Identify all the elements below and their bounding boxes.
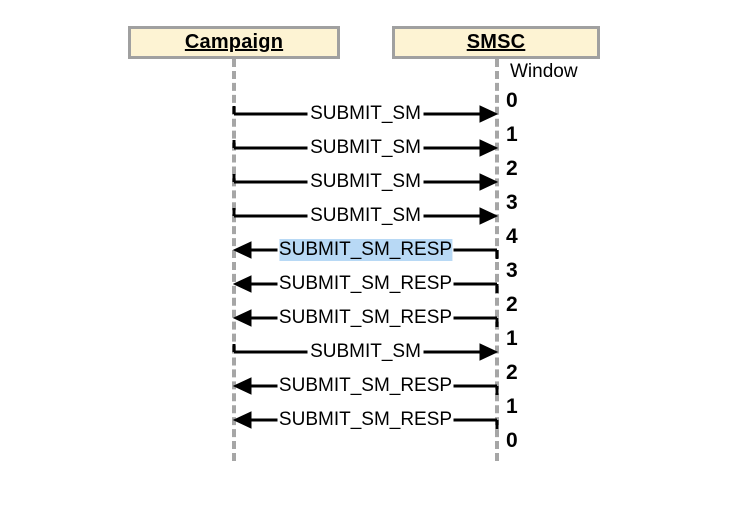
message-row[interactable]: SUBMIT_SM [0, 131, 750, 165]
lifeline-campaign [232, 59, 236, 461]
message-label: SUBMIT_SM [310, 137, 421, 158]
window-value: 1 [506, 327, 518, 350]
window-value: 1 [506, 123, 518, 146]
window-value: 3 [506, 259, 518, 282]
message-row[interactable]: SUBMIT_SM_RESP [0, 403, 750, 437]
arrow-right-icon [232, 207, 499, 225]
window-value: 2 [506, 361, 518, 384]
message-label: SUBMIT_SM_RESP [278, 409, 453, 430]
arrow-right-icon [232, 343, 499, 361]
arrow-left-icon [232, 411, 499, 429]
arrow-left-icon [232, 377, 499, 395]
message-row[interactable]: SUBMIT_SM_RESP [0, 301, 750, 335]
message-row[interactable]: SUBMIT_SM [0, 165, 750, 199]
lifeline-smsc [495, 59, 499, 461]
message-label: SUBMIT_SM_RESP [278, 273, 453, 294]
message-label: SUBMIT_SM_RESP [278, 307, 453, 328]
window-column-title: Window [510, 61, 578, 82]
message-row[interactable]: SUBMIT_SM [0, 97, 750, 131]
window-value: 0 [506, 429, 518, 452]
participant-box-campaign[interactable]: Campaign [128, 26, 340, 59]
message-label: SUBMIT_SM [310, 171, 421, 192]
arrow-left-icon [232, 309, 499, 327]
message-row[interactable]: SUBMIT_SM [0, 335, 750, 369]
arrow-right-icon [232, 173, 499, 191]
message-row[interactable]: SUBMIT_SM_RESP [0, 267, 750, 301]
arrow-left-icon [232, 241, 499, 259]
participant-label-campaign: Campaign [184, 31, 284, 53]
message-label: SUBMIT_SM [310, 341, 421, 362]
message-label: SUBMIT_SM [310, 103, 421, 124]
message-row[interactable]: SUBMIT_SM_RESP [0, 369, 750, 403]
arrow-left-icon [232, 275, 499, 293]
arrow-right-icon [232, 139, 499, 157]
message-label: SUBMIT_SM [310, 205, 421, 226]
window-value: 1 [506, 395, 518, 418]
message-label: SUBMIT_SM_RESP [278, 239, 453, 261]
message-row[interactable]: SUBMIT_SM [0, 199, 750, 233]
window-value: 4 [506, 225, 518, 248]
window-value: 2 [506, 157, 518, 180]
participant-box-smsc[interactable]: SMSC [392, 26, 600, 59]
window-value: 0 [506, 89, 518, 112]
arrow-right-icon [232, 105, 499, 123]
message-row[interactable]: SUBMIT_SM_RESP [0, 233, 750, 267]
window-value: 2 [506, 293, 518, 316]
message-label: SUBMIT_SM_RESP [278, 375, 453, 396]
participant-label-smsc: SMSC [466, 31, 526, 53]
window-value: 3 [506, 191, 518, 214]
